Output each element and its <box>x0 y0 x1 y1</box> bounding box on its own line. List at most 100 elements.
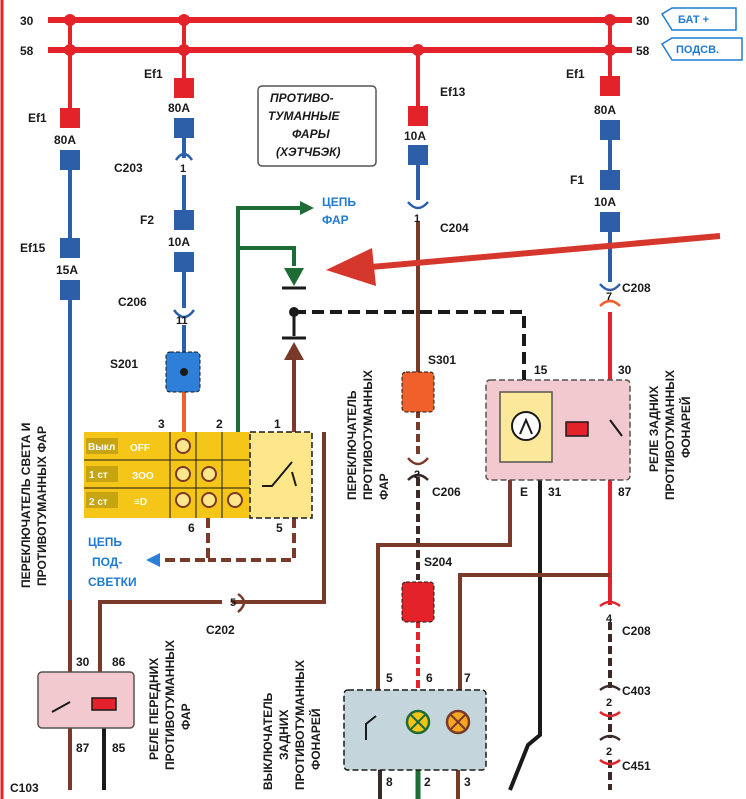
fog-switch-label-2: ПРОТИВОТУМАННЫХ <box>361 370 375 500</box>
lamp-cross <box>450 714 466 730</box>
connector-pin: 4 <box>606 613 613 625</box>
fuse-f1: F1 10A <box>570 170 620 232</box>
lamp-cross <box>410 714 426 730</box>
switch-pin: 6 <box>426 671 433 685</box>
fog-switch-label-1: ПЕРЕКЛЮЧАТЕЛЬ <box>345 390 359 500</box>
switch-row-text: ≡D <box>134 497 147 508</box>
connector-c451-symbol-lower <box>599 758 621 766</box>
switch-pin: 1 <box>274 417 281 431</box>
connector-pin: 11 <box>176 315 188 327</box>
diode-lower <box>284 342 304 360</box>
rear-relay-label-1: РЕЛЕ ЗАДНИХ <box>647 386 661 472</box>
switch-contact <box>201 492 217 508</box>
rear-fog-relay: 15 30 E 31 87 <box>485 363 632 499</box>
fuse-rating: 10A <box>594 195 616 209</box>
rear-relay-label-2: ПРОТИВОТУМАННЫХ <box>663 370 677 500</box>
switch-contact-symbol <box>365 715 377 740</box>
headlamp-arrow-icon <box>300 201 314 215</box>
connector-pin: 1 <box>414 213 420 225</box>
fog-switch-label-3: ФАР <box>377 473 391 500</box>
fuse-label: Ef1 <box>144 67 163 81</box>
splices: S201 S301 S204 <box>110 351 456 623</box>
headlamp-circuit-line-2: ФАР <box>322 213 349 227</box>
switch-contact <box>175 466 191 482</box>
connector-pin: 2 <box>606 697 612 709</box>
bus-58-left-label: 58 <box>20 44 34 58</box>
tag-backlight-text: ПОДСВ. <box>676 44 719 56</box>
fuse-label: F2 <box>140 213 154 227</box>
diode-junction <box>289 307 299 317</box>
fuse-ef1-second: Ef1 80A <box>144 67 194 138</box>
connector-c206-top-label: C206 <box>118 295 147 309</box>
splice-s301-block <box>401 371 435 413</box>
wire <box>98 600 222 672</box>
relay-timer-hand <box>519 417 533 435</box>
fuses: Ef1 80A Ef15 15A Ef1 80A F2 10A Ef13 <box>20 67 620 300</box>
connector-c203-label: C203 <box>114 161 143 175</box>
switch-contact <box>227 492 243 508</box>
connector-c208-bot-label: C208 <box>622 624 651 638</box>
connectors: 1 C203 11 C206 1 C204 7 C208 2 C206 5 C2… <box>10 152 651 795</box>
relay-coil-icon <box>565 421 589 437</box>
fuse-ef1-left: Ef1 80A <box>28 108 80 170</box>
wire <box>294 310 526 382</box>
bus-30-left-label: 30 <box>20 14 34 28</box>
title-line-3: ФАРЫ <box>292 127 331 141</box>
wire <box>376 478 512 690</box>
relay-pin: 86 <box>112 655 126 669</box>
wire <box>236 206 300 432</box>
switch-row-label: 2 ст <box>89 497 108 508</box>
fuse-f2: F2 10A <box>140 210 194 272</box>
connector-c208-bot-symbol <box>599 600 621 608</box>
connector-pin: 5 <box>230 597 236 609</box>
main-switch-label-1: ПЕРЕКЛЮЧАТЕЛЬ СВЕТА И <box>19 423 33 588</box>
connector-pin: 7 <box>606 291 612 303</box>
relay-body <box>37 671 135 729</box>
connector-c208-top-symbol <box>599 283 621 292</box>
relay-pin: 87 <box>76 741 90 755</box>
switch-contact <box>201 466 217 482</box>
splice-node <box>180 368 188 376</box>
title-line-4: (ХЭТЧБЭК) <box>276 145 341 159</box>
connector-c403-label: C403 <box>622 684 651 698</box>
title-line-2: ТУМАННЫЕ <box>268 109 340 123</box>
fuse-ef13: Ef13 10A <box>404 85 466 165</box>
relay-pin: 31 <box>548 485 562 499</box>
switch-pin: 6 <box>188 521 195 535</box>
wire <box>458 573 610 690</box>
switch-pin: 3 <box>464 775 471 789</box>
connector-c202-label: C202 <box>206 623 235 637</box>
headlamp-circuit: ЦЕПЬ ФАР <box>300 195 356 227</box>
backlight-arrow-icon <box>146 553 160 567</box>
switch-pin: 8 <box>386 775 393 789</box>
connector-c204-symbol <box>407 201 429 210</box>
red-pointer-arrow-icon <box>326 233 721 286</box>
rear-fog-switch: 5 6 7 8 2 3 <box>343 671 487 789</box>
fuse-rating: 15A <box>56 263 78 277</box>
connector-c403-symbol <box>599 684 621 692</box>
relay-timer-icon <box>511 411 541 441</box>
wire <box>238 246 296 266</box>
connector-c206-top-symbol <box>172 309 196 319</box>
relay-switch-line <box>51 701 71 713</box>
diode-upper <box>284 268 304 286</box>
connector-c451-label: C451 <box>622 759 651 773</box>
switch-pin: 2 <box>216 417 223 431</box>
wire <box>208 518 296 562</box>
connector-c202-symbol <box>237 592 246 613</box>
switch-row-label: 1 ст <box>89 470 108 481</box>
fuse-rating: 80A <box>168 101 190 115</box>
tag-battery: БАТ + <box>660 7 737 31</box>
fuse-rating: 10A <box>168 235 190 249</box>
switch-contact-symbol <box>262 461 293 487</box>
headlamp-circuit-line-1: ЦЕПЬ <box>322 195 356 209</box>
switch-pin: 7 <box>464 671 471 685</box>
switch-pin: 3 <box>158 417 165 431</box>
connector-pin: 1 <box>180 163 186 175</box>
rear-switch-label-1: ВЫКЛЮЧАТЕЛЬ <box>261 692 275 790</box>
relay-pin: E <box>520 485 528 499</box>
relay-switch-line <box>609 419 623 437</box>
connector-pin: 2 <box>606 746 612 758</box>
bus-30-right-label: 30 <box>636 14 650 28</box>
